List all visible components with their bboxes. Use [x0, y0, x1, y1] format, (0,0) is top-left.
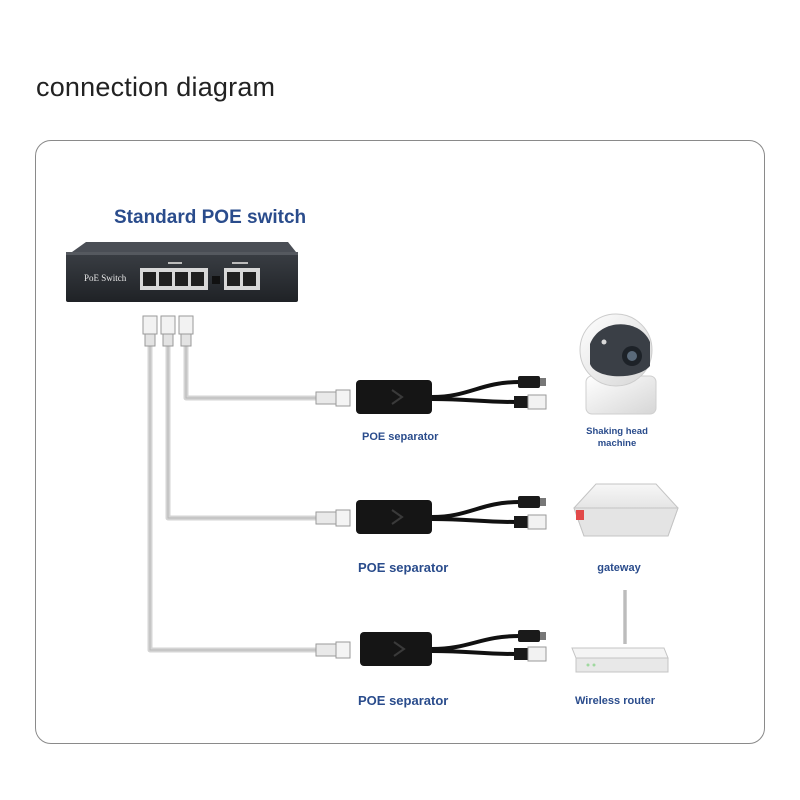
uplink-ports	[224, 268, 260, 290]
page-title: connection diagram	[36, 72, 276, 102]
cable-2	[165, 345, 318, 521]
device-label-3: Wireless router	[575, 695, 656, 707]
poe-separator-icon	[360, 630, 547, 666]
diagram-frame	[35, 140, 765, 744]
separator-label-3: POE separator	[358, 693, 448, 708]
device-label-2: gateway	[597, 562, 641, 574]
poe-ports	[140, 268, 208, 290]
device-label-1-line2: machine	[598, 438, 637, 449]
router-icon	[571, 590, 669, 673]
separator-label-1: POE separator	[362, 431, 439, 443]
poe-separator-icon	[356, 376, 547, 414]
device-label-1-line1: Shaking head	[586, 426, 648, 437]
camera-icon	[579, 313, 657, 415]
rj45-plug-icon	[142, 315, 194, 347]
cable-1	[183, 345, 318, 401]
poe-switch-icon: PoE Switch	[66, 242, 298, 302]
rj45-plug-icon	[315, 509, 351, 527]
gateway-icon	[573, 483, 679, 537]
separator-label-2: POE separator	[358, 560, 448, 575]
switch-title: Standard POE switch	[114, 207, 307, 228]
rj45-plug-icon	[315, 389, 351, 407]
switch-panel-label: PoE Switch	[84, 273, 127, 283]
cable-3	[147, 345, 318, 653]
rj45-plug-icon	[315, 641, 351, 659]
poe-separator-icon	[356, 496, 547, 534]
